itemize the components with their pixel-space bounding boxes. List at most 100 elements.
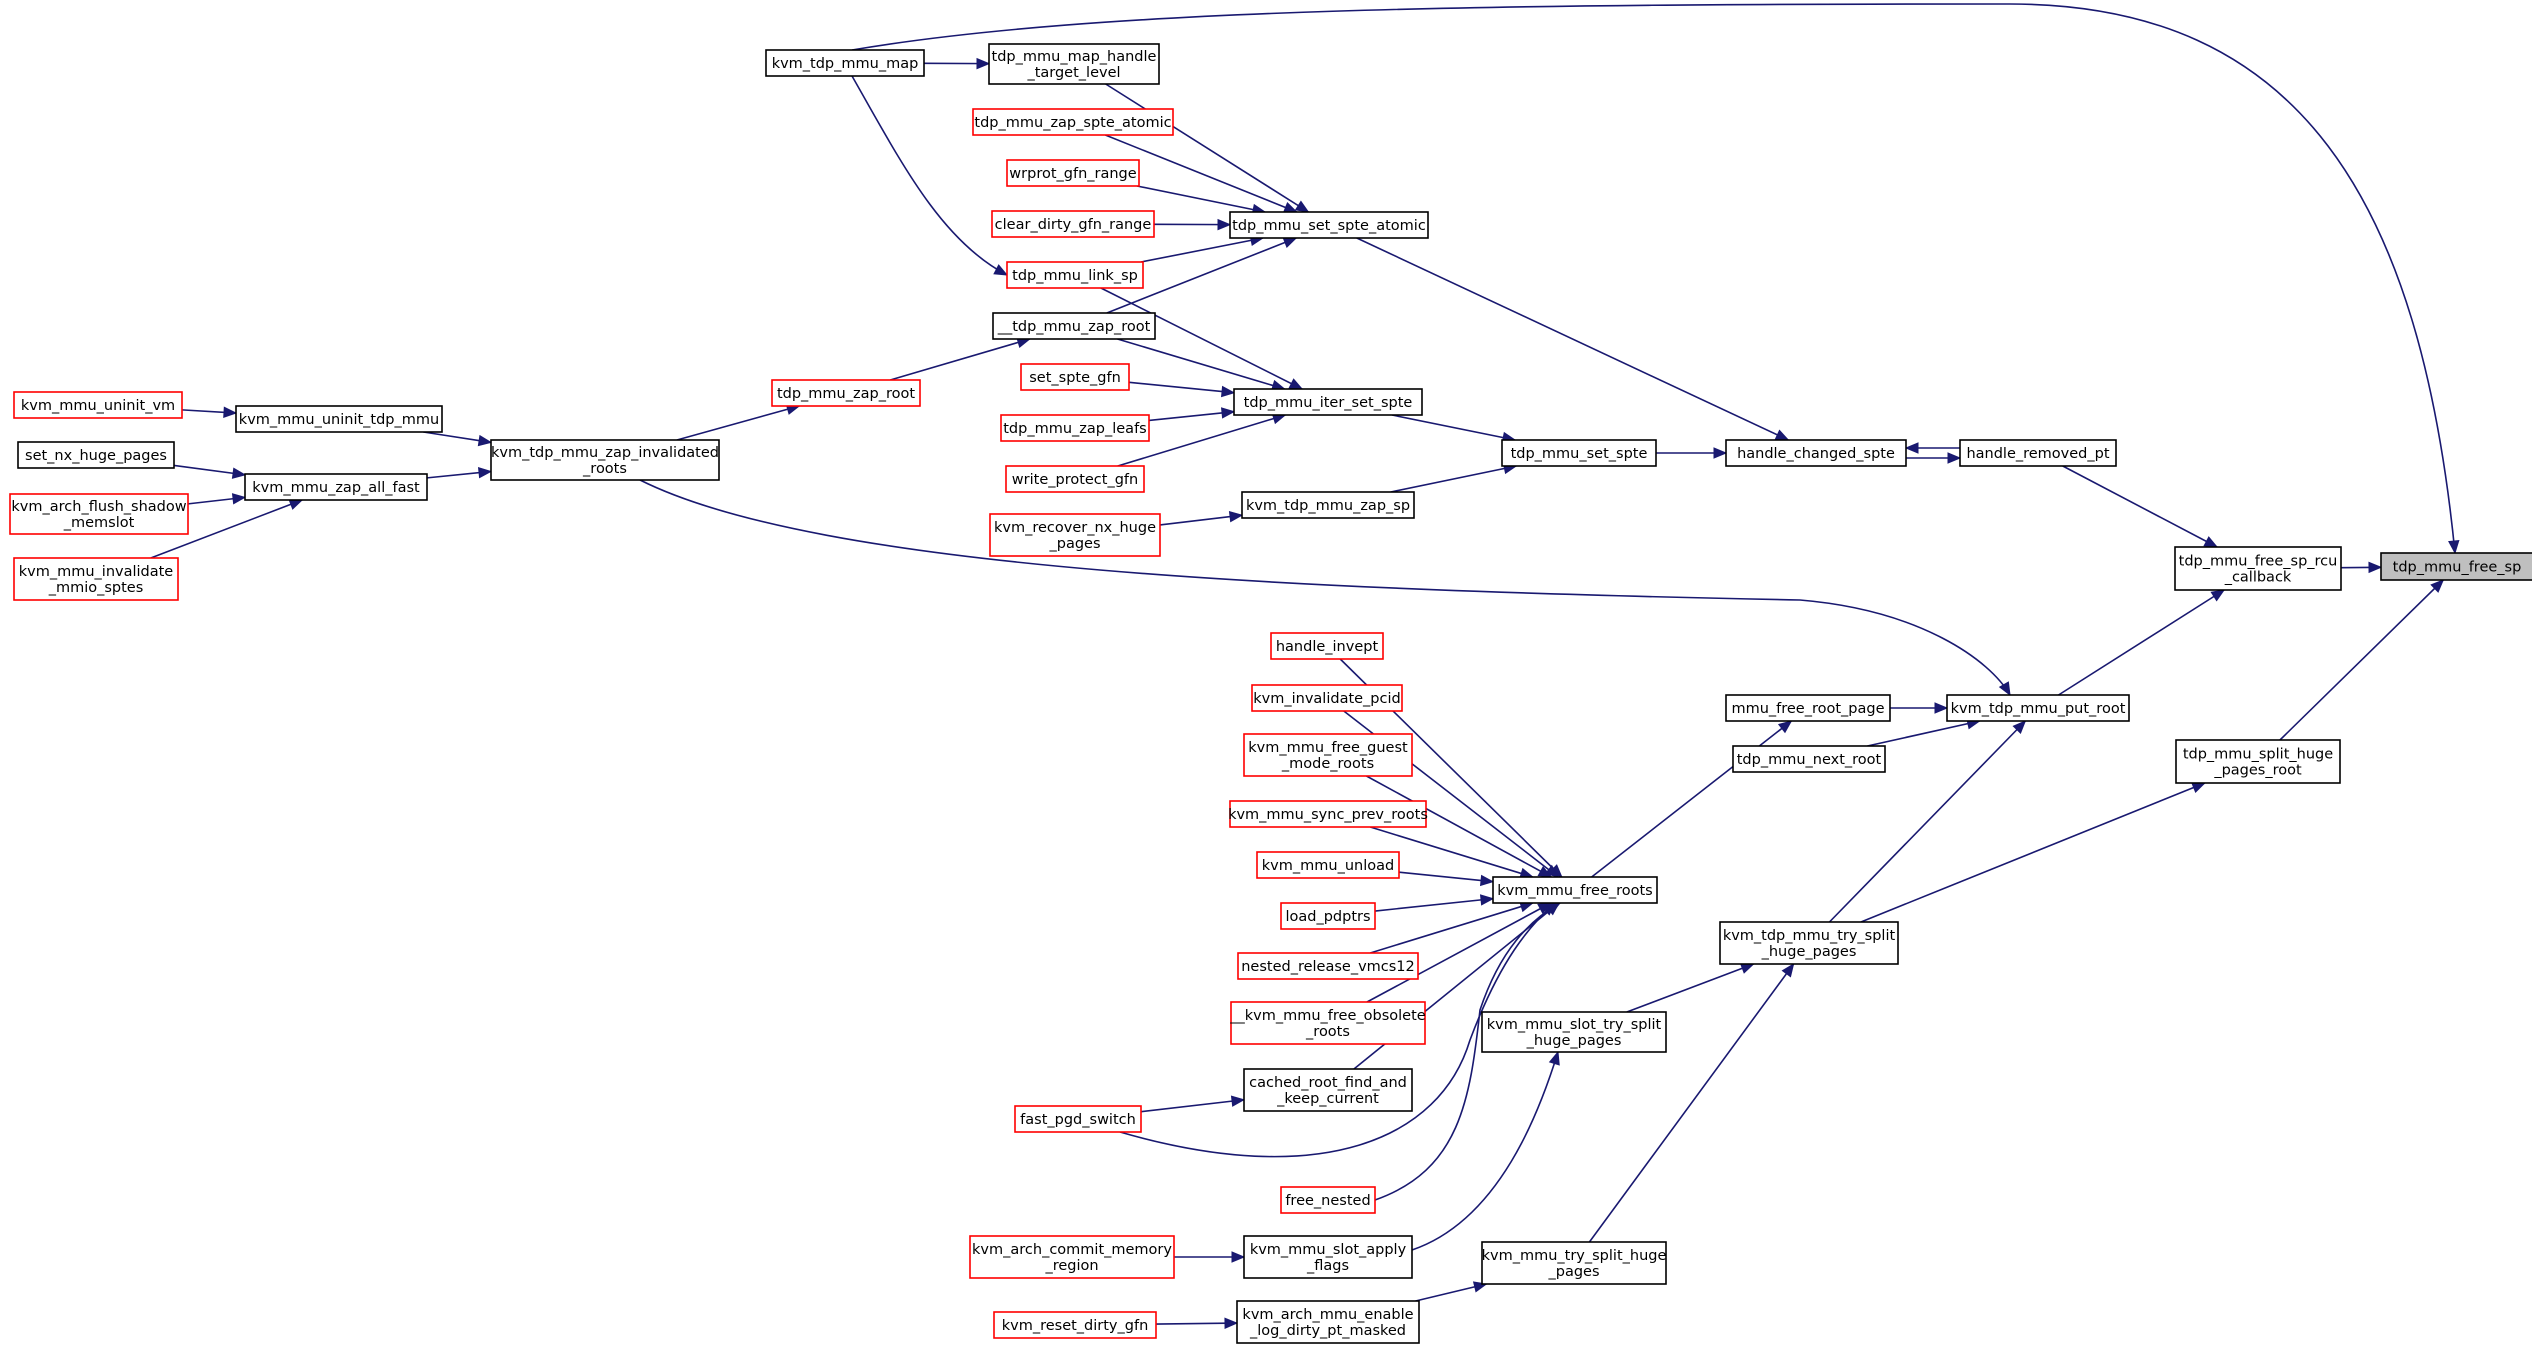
node-box[interactable]: [1492, 876, 1658, 904]
node-box[interactable]: [765, 49, 925, 77]
node-box[interactable]: [1481, 1011, 1667, 1053]
node-box[interactable]: [1280, 902, 1376, 930]
node-tdp_mmu_set_spte[interactable]: tdp_mmu_set_spte: [1501, 439, 1657, 467]
node-box[interactable]: [13, 391, 183, 419]
node-box[interactable]: [1229, 800, 1427, 828]
node-box[interactable]: [988, 43, 1160, 85]
node-box[interactable]: [992, 312, 1156, 340]
node-kvm_mmu_unload[interactable]: kvm_mmu_unload: [1256, 851, 1400, 879]
node-box[interactable]: [1719, 921, 1899, 965]
node-tdp_mmu_map_handle_target_level[interactable]: tdp_mmu_map_handle_target_level: [988, 43, 1160, 85]
node-kvm_mmu_free_roots[interactable]: kvm_mmu_free_roots: [1492, 876, 1658, 904]
node-box[interactable]: [989, 513, 1161, 557]
node-kvm_tdp_mmu_put_root[interactable]: kvm_tdp_mmu_put_root: [1946, 694, 2130, 722]
node-box[interactable]: [1229, 211, 1429, 239]
node-box[interactable]: [969, 1235, 1175, 1279]
node-tdp_mmu_zap_leafs[interactable]: tdp_mmu_zap_leafs: [1000, 414, 1150, 442]
node-box[interactable]: [17, 441, 175, 469]
node-box[interactable]: [1006, 159, 1140, 187]
node-box[interactable]: [1020, 363, 1130, 391]
node-box[interactable]: [235, 405, 443, 433]
node-set_nx_huge_pages[interactable]: set_nx_huge_pages: [17, 441, 175, 469]
node-box[interactable]: [1243, 733, 1413, 777]
node-box[interactable]: [993, 1311, 1157, 1339]
node-kvm_mmu_uninit_tdp_mmu[interactable]: kvm_mmu_uninit_tdp_mmu: [235, 405, 443, 433]
node-box[interactable]: [1241, 491, 1415, 519]
node-clear_dirty_gfn_range[interactable]: clear_dirty_gfn_range: [991, 210, 1155, 238]
node-box[interactable]: [1725, 439, 1907, 467]
node-box[interactable]: [1000, 414, 1150, 442]
node-cached_root_find_and_keep_current[interactable]: cached_root_find_and_keep_current: [1243, 1068, 1413, 1112]
node-box[interactable]: [1732, 745, 1886, 773]
node-handle_changed_spte[interactable]: handle_changed_spte: [1725, 439, 1907, 467]
node-kvm_reset_dirty_gfn[interactable]: kvm_reset_dirty_gfn: [993, 1311, 1157, 1339]
node-kvm_tdp_mmu_zap_invalidated_roots[interactable]: kvm_tdp_mmu_zap_invalidated_roots: [490, 439, 720, 481]
node-box[interactable]: [1014, 1105, 1142, 1133]
node-tdp_mmu_free_sp[interactable]: tdp_mmu_free_sp: [2380, 552, 2532, 581]
node-kvm_mmu_free_guest_mode_roots[interactable]: kvm_mmu_free_guest_mode_roots: [1243, 733, 1413, 777]
node-load_pdptrs[interactable]: load_pdptrs: [1280, 902, 1376, 930]
node-box[interactable]: [1006, 261, 1144, 289]
node-box[interactable]: [1243, 1068, 1413, 1112]
node-kvm_mmu_sync_prev_roots[interactable]: kvm_mmu_sync_prev_roots: [1228, 800, 1428, 828]
node-mmu_free_root_page[interactable]: mmu_free_root_page: [1725, 694, 1891, 722]
node-box[interactable]: [1725, 694, 1891, 722]
node-box[interactable]: [1251, 684, 1403, 712]
node-tdp_mmu_next_root[interactable]: tdp_mmu_next_root: [1732, 745, 1886, 773]
node-__kvm_mmu_free_obsolete_roots[interactable]: __kvm_mmu_free_obsolete_roots: [1229, 1001, 1426, 1045]
node-kvm_mmu_slot_try_split_huge_pages[interactable]: kvm_mmu_slot_try_split_huge_pages: [1481, 1011, 1667, 1053]
node-box[interactable]: [2175, 739, 2341, 784]
node-box[interactable]: [1280, 1186, 1376, 1214]
node-kvm_tdp_mmu_zap_sp[interactable]: kvm_tdp_mmu_zap_sp: [1241, 491, 1415, 519]
node-box[interactable]: [2380, 552, 2532, 581]
node-box[interactable]: [1946, 694, 2130, 722]
node-kvm_arch_commit_memory_region[interactable]: kvm_arch_commit_memory_region: [969, 1235, 1175, 1279]
node-__tdp_mmu_zap_root[interactable]: __tdp_mmu_zap_root: [992, 312, 1156, 340]
node-handle_removed_pt[interactable]: handle_removed_pt: [1959, 439, 2117, 467]
node-wrprot_gfn_range[interactable]: wrprot_gfn_range: [1006, 159, 1140, 187]
node-set_spte_gfn[interactable]: set_spte_gfn: [1020, 363, 1130, 391]
node-box[interactable]: [1501, 439, 1657, 467]
node-box[interactable]: [1481, 1241, 1667, 1285]
node-kvm_arch_flush_shadow_memslot[interactable]: kvm_arch_flush_shadow_memslot: [9, 493, 189, 535]
node-box[interactable]: [1236, 1300, 1420, 1344]
node-nested_release_vmcs12[interactable]: nested_release_vmcs12: [1237, 952, 1419, 980]
node-tdp_mmu_zap_root[interactable]: tdp_mmu_zap_root: [771, 379, 921, 407]
node-kvm_tdp_mmu_try_split_huge_pages[interactable]: kvm_tdp_mmu_try_split_huge_pages: [1719, 921, 1899, 965]
node-tdp_mmu_set_spte_atomic[interactable]: tdp_mmu_set_spte_atomic: [1229, 211, 1429, 239]
node-write_protect_gfn[interactable]: write_protect_gfn: [1005, 465, 1145, 493]
node-tdp_mmu_zap_spte_atomic[interactable]: tdp_mmu_zap_spte_atomic: [972, 108, 1174, 136]
node-box[interactable]: [1243, 1235, 1413, 1279]
node-fast_pgd_switch[interactable]: fast_pgd_switch: [1014, 1105, 1142, 1133]
node-kvm_mmu_try_split_huge_pages[interactable]: kvm_mmu_try_split_huge_pages: [1481, 1241, 1667, 1285]
node-tdp_mmu_link_sp[interactable]: tdp_mmu_link_sp: [1006, 261, 1144, 289]
node-box[interactable]: [1237, 952, 1419, 980]
node-box[interactable]: [244, 473, 428, 501]
node-kvm_recover_nx_huge_pages[interactable]: kvm_recover_nx_huge_pages: [989, 513, 1161, 557]
node-box[interactable]: [1233, 388, 1423, 416]
node-kvm_invalidate_pcid[interactable]: kvm_invalidate_pcid: [1251, 684, 1403, 712]
node-box[interactable]: [490, 439, 720, 481]
node-kvm_mmu_invalidate_mmio_sptes[interactable]: kvm_mmu_invalidate_mmio_sptes: [13, 557, 179, 601]
node-tdp_mmu_iter_set_spte[interactable]: tdp_mmu_iter_set_spte: [1233, 388, 1423, 416]
node-box[interactable]: [1270, 632, 1384, 660]
node-kvm_arch_mmu_enable_log_dirty_pt_masked[interactable]: kvm_arch_mmu_enable_log_dirty_pt_masked: [1236, 1300, 1420, 1344]
node-box[interactable]: [972, 108, 1174, 136]
node-box[interactable]: [1005, 465, 1145, 493]
node-kvm_tdp_mmu_map[interactable]: kvm_tdp_mmu_map: [765, 49, 925, 77]
node-box[interactable]: [991, 210, 1155, 238]
node-kvm_mmu_uninit_vm[interactable]: kvm_mmu_uninit_vm: [13, 391, 183, 419]
node-kvm_mmu_zap_all_fast[interactable]: kvm_mmu_zap_all_fast: [244, 473, 428, 501]
node-box[interactable]: [2174, 546, 2342, 591]
node-box[interactable]: [13, 557, 179, 601]
node-box[interactable]: [1230, 1001, 1426, 1045]
node-box[interactable]: [771, 379, 921, 407]
node-tdp_mmu_free_sp_rcu_callback[interactable]: tdp_mmu_free_sp_rcu_callback: [2174, 546, 2342, 591]
node-handle_invept[interactable]: handle_invept: [1270, 632, 1384, 660]
node-box[interactable]: [1959, 439, 2117, 467]
node-box[interactable]: [9, 493, 189, 535]
node-free_nested[interactable]: free_nested: [1280, 1186, 1376, 1214]
node-kvm_mmu_slot_apply_flags[interactable]: kvm_mmu_slot_apply_flags: [1243, 1235, 1413, 1279]
node-tdp_mmu_split_huge_pages_root[interactable]: tdp_mmu_split_huge_pages_root: [2175, 739, 2341, 784]
node-box[interactable]: [1256, 851, 1400, 879]
